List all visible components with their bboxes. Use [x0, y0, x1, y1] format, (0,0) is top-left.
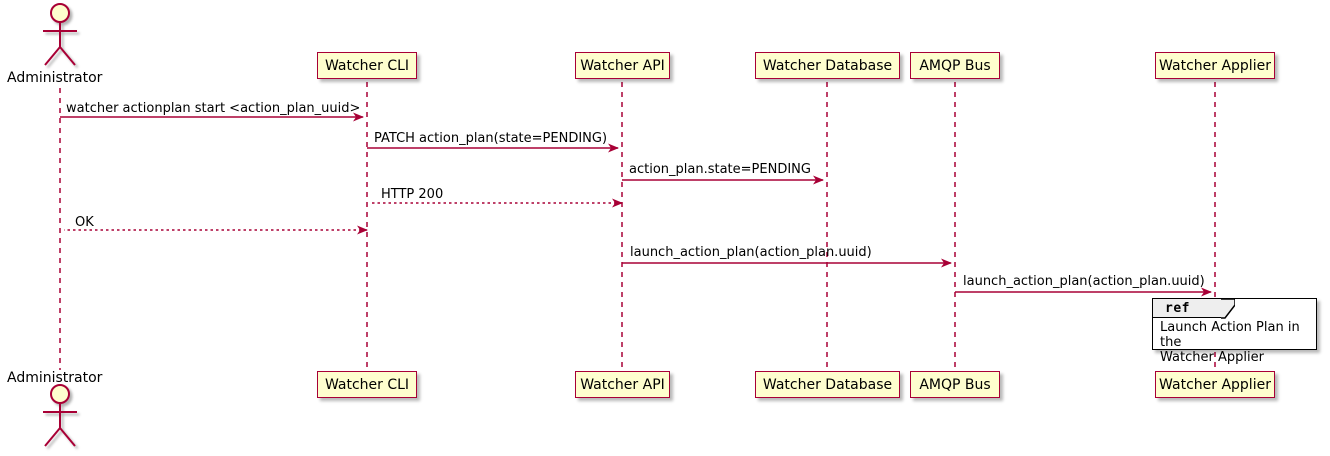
actor-label-administrator-bottom: Administrator	[7, 370, 103, 386]
participant-box-watcher-cli-bottom[interactable]: Watcher CLI	[317, 371, 417, 398]
message-label-3: action_plan.state=PENDING	[629, 162, 811, 177]
message-label-7: launch_action_plan(action_plan.uuid)	[963, 274, 1205, 289]
ref-fragment-body-text: Launch Action Plan in the Watcher Applie…	[1160, 320, 1300, 365]
participant-box-watcher-applier-bottom[interactable]: Watcher Applier	[1155, 371, 1275, 398]
message-label-4: HTTP 200	[381, 187, 444, 202]
ref-fragment[interactable]: ref Launch Action Plan in the Watcher Ap…	[1152, 298, 1317, 365]
actor-administrator-top-icon	[43, 3, 77, 66]
message-label-2: PATCH action_plan(state=PENDING)	[374, 131, 608, 146]
participant-label-watcher-applier-bottom: Watcher Applier	[1159, 376, 1271, 393]
message-label-1: watcher actionplan start <action_plan_uu…	[66, 101, 361, 116]
participant-label-amqp-bus-bottom: AMQP Bus	[919, 376, 991, 393]
participant-box-watcher-api-top[interactable]: Watcher API	[575, 52, 670, 79]
actor-administrator-bottom-icon	[43, 384, 77, 447]
participant-label-watcher-cli-bottom: Watcher CLI	[324, 376, 410, 393]
participant-box-watcher-database-top[interactable]: Watcher Database	[755, 52, 900, 79]
participant-label-amqp-bus-top: AMQP Bus	[919, 57, 991, 74]
participant-label-watcher-database-bottom: Watcher Database	[762, 376, 893, 393]
participant-label-watcher-applier-top: Watcher Applier	[1159, 57, 1271, 74]
participant-box-amqp-bus-bottom[interactable]: AMQP Bus	[910, 371, 1000, 398]
message-arrows-group	[60, 112, 1212, 297]
participant-box-watcher-applier-top[interactable]: Watcher Applier	[1155, 52, 1275, 79]
message-label-6: launch_action_plan(action_plan.uuid)	[630, 245, 872, 260]
lifelines-group	[59, 82, 1216, 371]
participant-box-watcher-api-bottom[interactable]: Watcher API	[575, 371, 670, 398]
participant-label-watcher-database-top: Watcher Database	[762, 57, 893, 74]
participant-label-watcher-api-bottom: Watcher API	[580, 376, 665, 393]
actor-label-administrator-top: Administrator	[7, 70, 103, 86]
message-label-5: OK	[75, 215, 94, 230]
participant-label-watcher-api-top: Watcher API	[580, 57, 665, 74]
participant-box-watcher-cli-top[interactable]: Watcher CLI	[317, 52, 417, 79]
participant-box-amqp-bus-top[interactable]: AMQP Bus	[910, 52, 1000, 79]
ref-fragment-tab-label: ref	[1165, 301, 1190, 316]
participant-box-watcher-database-bottom[interactable]: Watcher Database	[755, 371, 900, 398]
ref-fragment-tab-corner-icon	[1221, 299, 1235, 319]
participant-label-watcher-cli-top: Watcher CLI	[324, 57, 410, 74]
